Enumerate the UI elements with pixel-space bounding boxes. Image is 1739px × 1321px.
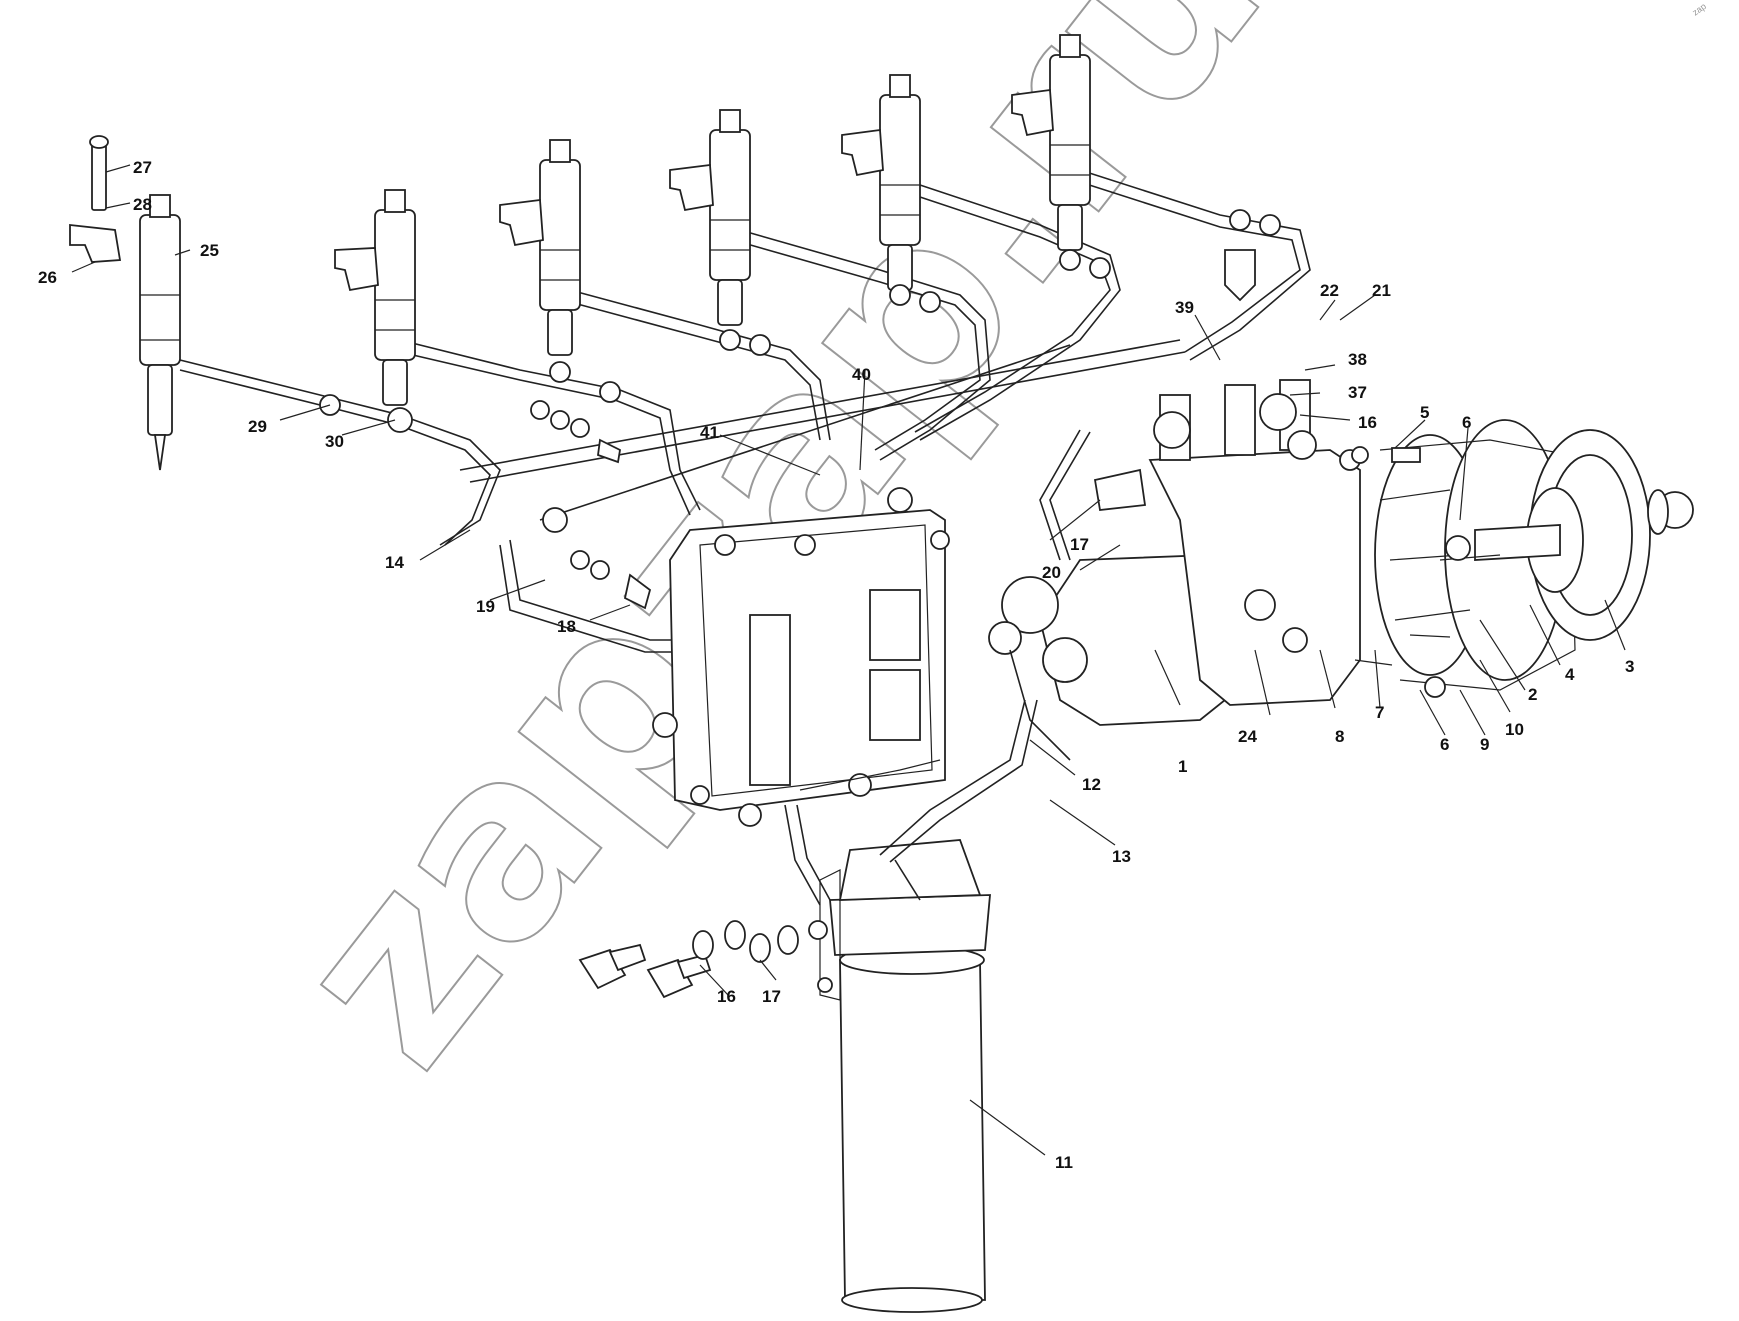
injector-1 bbox=[69, 135, 181, 471]
label-38: 38 bbox=[1348, 350, 1367, 369]
label-9: 9 bbox=[1480, 735, 1489, 754]
leader-lines bbox=[71, 164, 1626, 1156]
label-29: 29 bbox=[248, 417, 267, 436]
injector-3 bbox=[499, 139, 581, 356]
label-6-top: 6 bbox=[1462, 413, 1471, 432]
label-20: 20 bbox=[1042, 563, 1061, 582]
label-11: 11 bbox=[1055, 1153, 1073, 1172]
fuel-filter bbox=[808, 839, 991, 1313]
label-41: 41 bbox=[700, 423, 719, 442]
label-21: 21 bbox=[1372, 281, 1391, 300]
part-labels: 1 2 3 4 5 6 6 7 8 9 10 11 12 13 14 16 16… bbox=[38, 158, 1634, 1172]
gear-drive-assembly bbox=[1351, 419, 1694, 698]
injector-5 bbox=[841, 74, 921, 291]
label-24: 24 bbox=[1238, 727, 1257, 746]
label-39: 39 bbox=[1175, 298, 1194, 317]
corner-mark: zap bbox=[1690, 1, 1708, 18]
label-30: 30 bbox=[325, 432, 344, 451]
injector-4 bbox=[669, 109, 751, 326]
label-28: 28 bbox=[133, 195, 152, 214]
fuel-lines-lower bbox=[784, 429, 1091, 906]
label-18: 18 bbox=[557, 617, 576, 636]
label-12: 12 bbox=[1082, 775, 1101, 794]
label-1: 1 bbox=[1178, 757, 1187, 776]
label-4: 4 bbox=[1565, 665, 1575, 684]
label-22: 22 bbox=[1320, 281, 1339, 300]
high-pressure-pipes bbox=[179, 169, 1311, 653]
injector-6 bbox=[1011, 34, 1091, 251]
label-27: 27 bbox=[133, 158, 152, 177]
label-37: 37 bbox=[1348, 383, 1367, 402]
pipe-fittings bbox=[319, 209, 1281, 610]
label-3: 3 bbox=[1625, 657, 1634, 676]
label-16-top: 16 bbox=[1358, 413, 1377, 432]
label-13: 13 bbox=[1112, 847, 1131, 866]
label-8: 8 bbox=[1335, 727, 1344, 746]
label-25: 25 bbox=[200, 241, 219, 260]
label-6-bottom: 6 bbox=[1440, 735, 1449, 754]
label-16-bottom: 16 bbox=[717, 987, 736, 1006]
injector-2 bbox=[334, 189, 416, 406]
label-14: 14 bbox=[385, 553, 404, 572]
label-17-top: 17 bbox=[1070, 535, 1089, 554]
label-26: 26 bbox=[38, 268, 57, 287]
fuel-pump-assembly bbox=[988, 249, 1361, 726]
label-10: 10 bbox=[1505, 720, 1524, 739]
label-40: 40 bbox=[852, 365, 871, 384]
banjo-bolts-and-washers bbox=[578, 920, 799, 999]
label-7: 7 bbox=[1375, 703, 1384, 722]
label-17-bottom: 17 bbox=[762, 987, 781, 1006]
label-19: 19 bbox=[476, 597, 495, 616]
label-5: 5 bbox=[1420, 403, 1429, 422]
label-2: 2 bbox=[1528, 685, 1537, 704]
ecu-module bbox=[652, 487, 950, 827]
